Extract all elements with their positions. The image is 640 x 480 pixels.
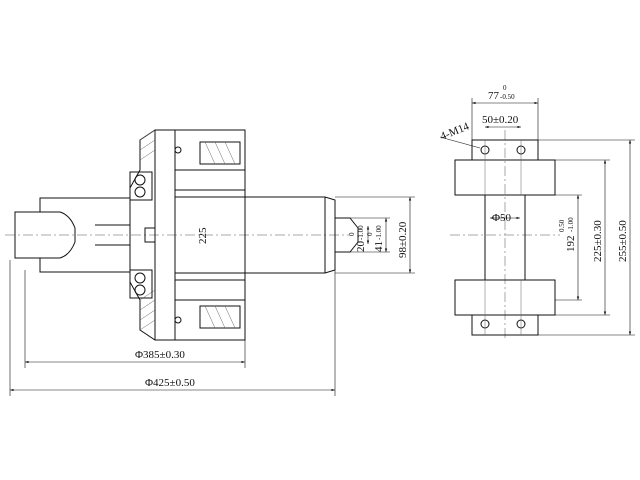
svg-text:-1.00: -1.00 [357,225,365,240]
dim-20: 20 0 -1.00 [348,225,367,252]
thread-label-4-m14: 4-M14 [439,120,472,143]
svg-text:0: 0 [503,84,507,92]
svg-text:-1.00: -1.00 [375,225,383,240]
svg-text:0: 0 [348,232,356,236]
svg-text:-1.00: -1.00 [567,217,575,232]
svg-text:0.50: 0.50 [558,219,566,232]
dim-41: 41 0 -1.00 [366,225,385,252]
svg-text:20: 20 [355,241,367,253]
dim-50: 50±0.20 [482,114,519,126]
svg-text:192: 192 [565,236,577,253]
dim-98: 98±0.20 [397,221,409,258]
dim-255: 255±0.50 [617,220,629,262]
dim-192: 192 0.50 -1.00 [558,217,577,252]
dim-diameter-385: Φ385±0.30 [135,349,185,361]
dim-225-right: 225±0.30 [592,220,604,262]
dim-diameter-50: Φ50 [492,212,512,224]
svg-text:41: 41 [373,241,385,252]
right-end-view [439,98,635,340]
svg-text:77: 77 [488,90,500,102]
dim-77: 77 0 -0.50 [488,84,515,102]
svg-text:0: 0 [366,232,374,236]
dim-225-left: 225 [197,227,209,244]
dim-diameter-425: Φ425±0.50 [145,377,195,389]
svg-text:-0.50: -0.50 [500,93,515,101]
left-section-view [5,129,415,396]
